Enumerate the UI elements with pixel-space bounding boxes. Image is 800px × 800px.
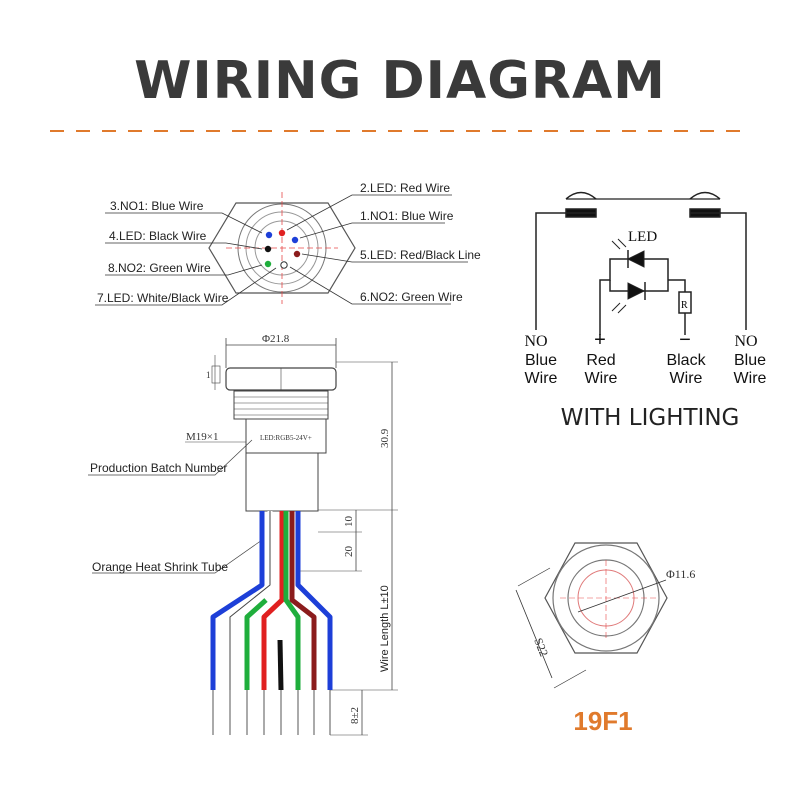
pin-label-5: 5.LED: Red/Black Line <box>360 248 481 262</box>
black-wire-2: Wire <box>670 370 703 387</box>
pin-5-dot <box>293 250 301 258</box>
red-wire-1: Red <box>586 352 615 369</box>
no-right-wire <box>690 212 747 330</box>
leader-batch <box>88 439 253 476</box>
pinout-view: 3.NO1: Blue Wire 4.LED: Black Wire 8.NO2… <box>95 181 481 306</box>
wire-blue-2 <box>295 511 333 690</box>
pin-4-dot <box>264 245 272 253</box>
dim-20-label: 20 <box>343 546 355 558</box>
schematic <box>535 191 747 335</box>
dim-10-label: 10 <box>343 516 355 528</box>
tube-label: Orange Heat Shrink Tube <box>92 560 228 574</box>
pin-6-dot <box>280 261 288 269</box>
plus-label: + <box>594 329 606 351</box>
across-flats-label: S22 <box>531 636 551 659</box>
pin-label-8: 8.NO2: Green Wire <box>108 261 211 275</box>
pin-8-dot <box>264 260 272 268</box>
led-symbol-label: LED <box>628 229 657 245</box>
resistor-wire-top <box>668 279 686 292</box>
front-diameter-label: Φ11.6 <box>666 567 695 581</box>
wire-redblack <box>289 511 317 690</box>
side-drawing <box>88 338 398 736</box>
diameter-label: Φ21.8 <box>262 333 290 345</box>
no-right-label: NO <box>734 333 757 350</box>
wire-blue-1 <box>210 511 265 690</box>
dia-11-6-leader <box>577 579 667 613</box>
batch-label: Production Batch Number <box>90 461 227 475</box>
black-wire-1: Black <box>666 352 706 369</box>
wire-green-2 <box>283 511 301 690</box>
front-hex <box>544 542 668 654</box>
hex-nut-outline <box>208 202 356 294</box>
leader-p2 <box>286 194 452 231</box>
no-left-label: NO <box>524 333 547 350</box>
wire-length-label: Wire Length L±10 <box>379 585 391 672</box>
pin-label-2: 2.LED: Red Wire <box>360 181 450 195</box>
wire-red <box>261 511 285 690</box>
led-diode-top <box>626 250 645 268</box>
blue-wire-left-1: Blue <box>525 352 557 369</box>
leader-p4 <box>105 242 263 250</box>
height-label: 30.9 <box>379 428 391 448</box>
pin-label-4: 4.LED: Black Wire <box>109 229 207 243</box>
red-wire-2: Wire <box>585 370 618 387</box>
led-wire-left <box>599 258 669 335</box>
leader-p1 <box>299 222 445 239</box>
contact-right-arc <box>689 191 721 200</box>
blue-wire-right-1: Blue <box>734 352 766 369</box>
leader-p5 <box>301 253 468 263</box>
model-number: 19F1 <box>573 706 632 736</box>
led-marking: LED:RGB5-24V+ <box>260 434 312 442</box>
pin-2-dot <box>278 229 286 237</box>
pin-label-3: 3.NO1: Blue Wire <box>110 199 204 213</box>
wire-tips <box>212 690 331 735</box>
pin-label-1: 1.NO1: Blue Wire <box>360 209 454 223</box>
contact-left-arc <box>565 191 597 200</box>
leader-p8 <box>105 264 263 276</box>
led-diode-bottom <box>627 282 646 300</box>
lower-body <box>245 452 319 512</box>
pin-label-6: 6.NO2: Green Wire <box>360 290 463 304</box>
blue-wire-right-2: Wire <box>734 370 767 387</box>
leader-tube <box>92 539 263 574</box>
wire-black <box>277 639 284 691</box>
minus-label: − <box>679 329 691 351</box>
resistor-label: R <box>681 300 688 311</box>
wire-green-1 <box>244 598 268 690</box>
thread-label: M19×1 <box>186 431 218 443</box>
small-dim-label: 1 <box>206 370 211 380</box>
front-view <box>515 542 668 689</box>
leader-p3 <box>105 212 263 234</box>
leader-p7 <box>95 267 277 306</box>
pin-1-dot <box>291 236 299 244</box>
front-ring-outer <box>552 544 660 652</box>
no-left-wire <box>535 212 596 330</box>
with-lighting-caption: WITH LIGHTING <box>561 405 740 431</box>
wire-bundle <box>210 511 333 691</box>
across-flats-dim <box>515 589 553 679</box>
blue-wire-left-2: Wire <box>525 370 558 387</box>
pin-3-dot <box>265 231 273 239</box>
leader-p6 <box>289 266 451 305</box>
strip-length-label: 8±2 <box>349 707 361 724</box>
page-title: WIRING DIAGRAM <box>134 51 666 111</box>
pin-label-7: 7.LED: White/Black Wire <box>97 291 229 305</box>
